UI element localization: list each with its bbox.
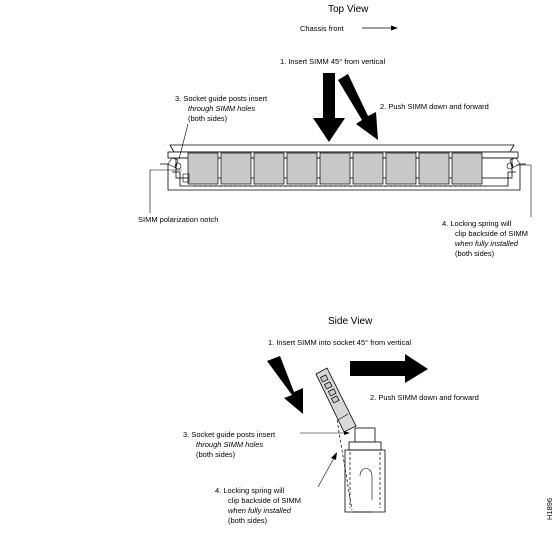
- simm-module-top: [167, 144, 519, 187]
- top-notch-leader: [149, 169, 182, 213]
- polarization-notch-label: SIMM polarization notch: [138, 215, 218, 224]
- side-step4-leader: [317, 452, 337, 488]
- top-step2-label: 2. Push SIMM down and forward: [380, 102, 489, 111]
- top-step3-line3: (both sides): [188, 114, 228, 123]
- figure-id: H1896: [545, 498, 554, 520]
- simm-chips-side: [319, 374, 340, 404]
- side-step4-line2: clip backside of SIMM: [228, 496, 301, 505]
- chassis-front-arrow: [362, 25, 398, 31]
- side-step4-line4: (both sides): [228, 516, 268, 525]
- top-step4-line2: clip backside of SIMM: [455, 229, 528, 238]
- side-view: Side View 1. Insert SIMM into socket 45°…: [183, 316, 479, 525]
- simm-socket-side: [336, 419, 386, 513]
- top-step3-line2: through SIMM holes: [188, 104, 255, 113]
- simm-socket-top: [160, 157, 526, 191]
- side-step3-line3: (both sides): [196, 450, 236, 459]
- side-step2-label: 2. Push SIMM down and forward: [370, 393, 479, 402]
- side-push-arrow: [350, 354, 428, 383]
- simm-module-side: [315, 367, 357, 433]
- top-step1-label: 1. Insert SIMM 45° from vertical: [280, 57, 385, 66]
- side-step3-line2: through SIMM holes: [196, 440, 263, 449]
- top-view: Top View Chassis front 1. Insert SIMM 45…: [138, 4, 532, 258]
- top-step4-line3: when fully installed: [455, 239, 519, 248]
- top-step4-leader: [516, 164, 532, 217]
- side-step4-line3: when fully installed: [228, 506, 292, 515]
- simm-chips-top: [187, 152, 483, 185]
- side-step4-line1: 4. Locking spring will: [215, 486, 285, 495]
- side-step3-leader: [300, 431, 350, 435]
- top-step4-line1: 4. Locking spring will: [442, 219, 512, 228]
- chassis-front-label: Chassis front: [300, 24, 345, 33]
- top-step3-line1: 3. Socket guide posts insert: [175, 94, 268, 103]
- side-insert-arrow: [267, 356, 303, 414]
- side-view-title: Side View: [328, 316, 373, 327]
- side-step3-line1: 3. Socket guide posts insert: [183, 430, 276, 439]
- top-insert-arrow: [313, 73, 345, 142]
- top-push-arrow: [338, 74, 378, 140]
- side-step1-label: 1. Insert SIMM into socket 45° from vert…: [268, 338, 411, 347]
- top-view-title: Top View: [328, 4, 369, 15]
- top-step4-line4: (both sides): [455, 249, 495, 258]
- top-step3-leader: [178, 123, 189, 160]
